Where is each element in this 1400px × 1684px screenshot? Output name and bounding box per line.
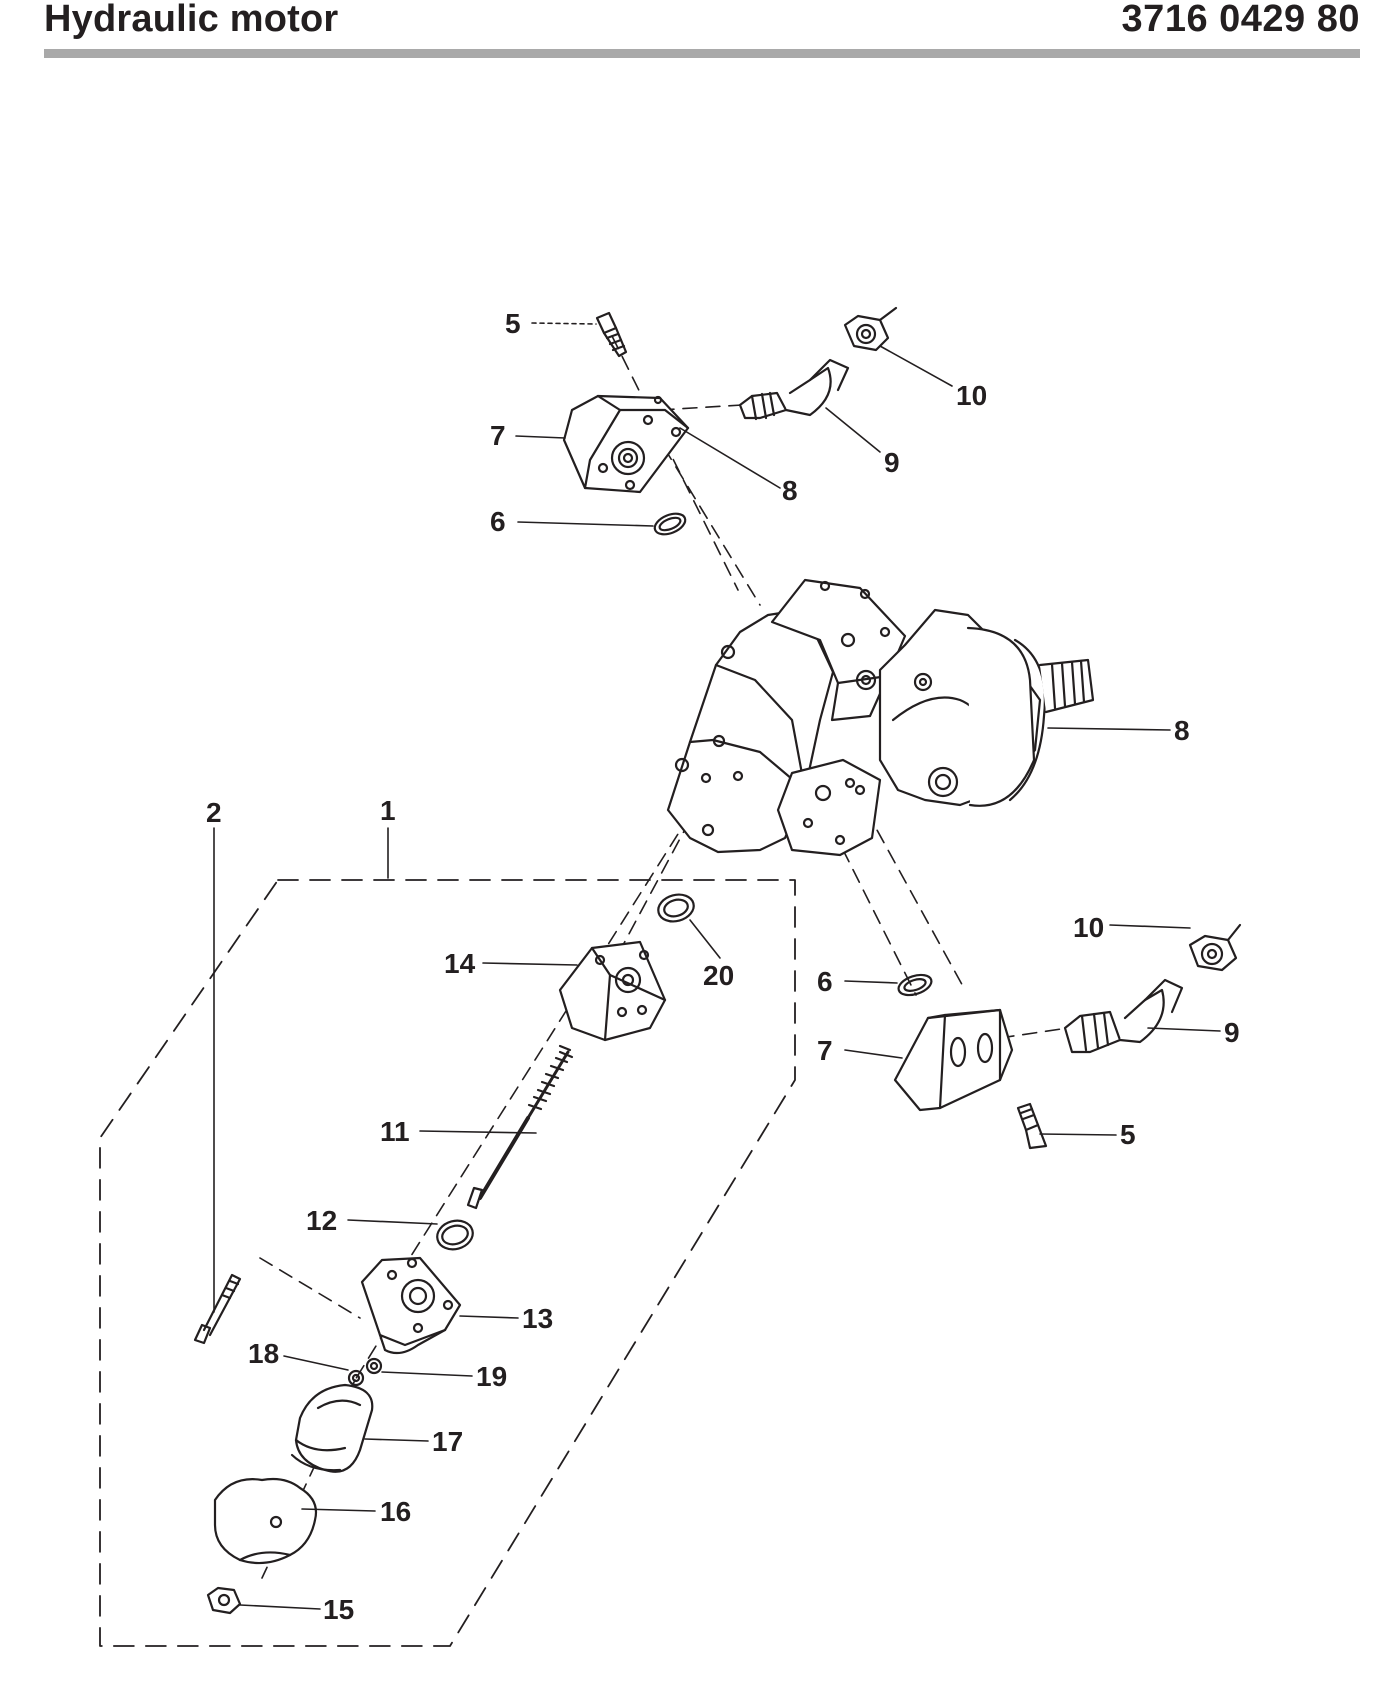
callout-1: 1: [380, 795, 396, 826]
callout-5-bottom: 5: [1120, 1119, 1136, 1150]
page-title: Hydraulic motor: [44, 0, 339, 40]
callout-7-top: 7: [490, 420, 506, 451]
lower-flange-group: [893, 923, 1242, 1150]
callout-19: 19: [476, 1361, 507, 1392]
callout-11: 11: [380, 1116, 410, 1147]
callout-17: 17: [432, 1426, 463, 1457]
callout-10-top: 10: [956, 380, 987, 411]
callout-9-top: 9: [884, 447, 900, 478]
page-header: Hydraulic motor 3716 0429 80: [44, 0, 1360, 60]
upper-flange-group: [562, 306, 898, 536]
callout-7-bottom: 7: [817, 1035, 833, 1066]
part-number: 3716 0429 80: [1121, 0, 1360, 40]
callout-13: 13: [522, 1303, 553, 1334]
callout-6-top: 6: [490, 506, 506, 537]
callout-8-top: 8: [782, 475, 798, 506]
callout-12: 12: [306, 1205, 337, 1236]
leader-lines: [213, 322, 1221, 1610]
header-rule: [44, 49, 1360, 58]
callout-9-bottom: 9: [1224, 1017, 1240, 1048]
hydraulic-motor-body: [666, 578, 1095, 857]
callout-20: 20: [703, 960, 734, 991]
valve-assembly-boundary: [99, 879, 796, 1647]
callout-8-motor: 8: [1174, 715, 1190, 746]
valve-assembly-parts: [193, 893, 695, 1615]
callout-14: 14: [444, 948, 476, 979]
callout-15: 15: [323, 1594, 354, 1625]
callout-16: 16: [380, 1496, 411, 1527]
callout-numbers: 1 2 5 5 6 6 7 7 8 8 9 9 10 10 11 12 13 1…: [206, 308, 1240, 1625]
callout-6-bottom: 6: [817, 966, 833, 997]
callout-10-bottom: 10: [1073, 912, 1104, 943]
callout-2: 2: [206, 797, 222, 828]
callout-18: 18: [248, 1338, 279, 1369]
callout-5-top: 5: [505, 308, 521, 339]
